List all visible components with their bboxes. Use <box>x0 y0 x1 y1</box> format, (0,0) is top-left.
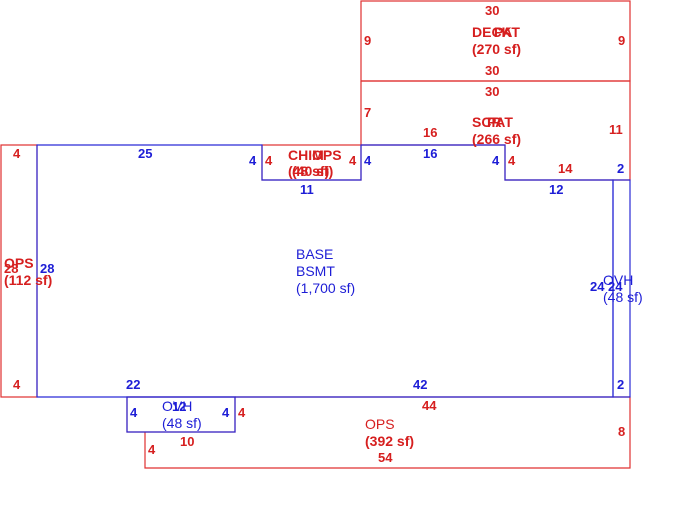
dim-chim-left: 4 <box>265 153 273 168</box>
dim-base-left: 28 <box>40 261 54 276</box>
dim-deck-left: 9 <box>364 33 371 48</box>
dim-base-bottom-right: 42 <box>413 377 427 392</box>
scrpat-name: SCR <box>472 114 502 130</box>
dim-ops-bottom-bottom: 54 <box>378 450 393 465</box>
dim-ops-bottom-left: 4 <box>148 442 156 457</box>
dim-base-right-bottom: 2 <box>617 377 624 392</box>
deck-name-2: PAT <box>494 24 520 40</box>
base-basement-outline <box>36 144 614 398</box>
chimney-name-2: OPS <box>312 147 342 163</box>
dim-base-top-right: 16 <box>423 146 437 161</box>
dim-deck-right: 9 <box>618 33 625 48</box>
base-name: BASE <box>296 246 333 262</box>
ovh-bottom-area: (48 sf) <box>162 415 202 431</box>
dim-scr-14: 14 <box>558 161 573 176</box>
scrpat-area: (266 sf) <box>472 131 521 147</box>
dim-base-step-bottom: 12 <box>549 182 563 197</box>
dim-base-right: 2 <box>617 161 624 176</box>
ops-left-name: OPS <box>4 255 34 271</box>
chimney-area: (48 sf) <box>288 163 329 179</box>
dim-deck-bottom: 30 <box>485 63 499 78</box>
base-name-2: BSMT <box>296 263 335 279</box>
dim-scr-top: 30 <box>485 84 499 99</box>
dim-ops-left-top: 4 <box>13 146 21 161</box>
dim-base-notch-right: 4 <box>364 153 372 168</box>
dim-ops-bottom-top: 44 <box>422 398 437 413</box>
ovh-right-outline <box>612 179 631 398</box>
base-area: (1,700 sf) <box>296 280 355 296</box>
chimney-name: CHIM <box>288 147 324 163</box>
dim-ovh-bottom-notch-side: 4 <box>238 405 246 420</box>
ops-bottom-name: OPS <box>365 416 395 432</box>
dim-ovh-right-side-2: 24 <box>608 279 623 294</box>
dim-base-notch-bottom: 11 <box>300 182 314 197</box>
dim-ovh-right-side: 24 <box>590 279 605 294</box>
ovh-bottom-outline <box>126 396 236 433</box>
dim-deck-top: 30 <box>485 3 499 18</box>
dim-ops-bottom-notch: 10 <box>180 434 194 449</box>
dim-base-notch-left: 4 <box>249 153 257 168</box>
ovh-right-name: OVH <box>603 272 633 288</box>
dim-ovh-bottom-top: 12 <box>172 399 186 414</box>
ovh-right-area: (48 sf) <box>603 289 643 305</box>
ovh-bottom-name: OVH <box>162 398 192 414</box>
scrpat-name-2: PAT <box>487 114 513 130</box>
dim-scr-4: 4 <box>508 153 516 168</box>
dim-ops-left-side: 28 <box>4 261 18 276</box>
dim-ovh-bottom-right: 4 <box>222 405 230 420</box>
dim-scr-right: 11 <box>609 122 623 137</box>
dim-scr-16: 16 <box>423 125 437 140</box>
dim-ops-left-bottom: 4 <box>13 377 21 392</box>
dim-ops-bottom-right: 8 <box>618 424 625 439</box>
chimney-area-2: (40 sf) <box>292 163 333 179</box>
dim-base-bottom-left: 22 <box>126 377 140 392</box>
ops-left-area: (112 sf) <box>4 272 52 288</box>
dim-chim-right: 4 <box>349 153 357 168</box>
dim-base-top-left: 25 <box>138 146 152 161</box>
deck-name: DECK <box>472 24 512 40</box>
deck-area: (270 sf) <box>472 41 521 57</box>
dim-ovh-bottom-left: 4 <box>130 405 138 420</box>
ops-bottom-area: (392 sf) <box>365 433 414 449</box>
dim-base-step-left: 4 <box>492 153 500 168</box>
dim-scr-left: 7 <box>364 105 371 120</box>
